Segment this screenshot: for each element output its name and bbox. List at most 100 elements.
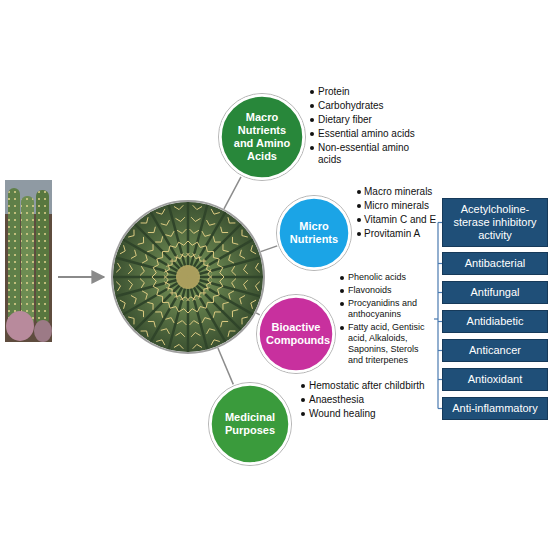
cactus-column <box>21 196 34 326</box>
activity-box: Antifungal <box>442 281 548 304</box>
cactus-spine <box>141 222 147 223</box>
bullet-dot <box>340 302 344 306</box>
cactus-rib <box>187 277 190 359</box>
cactus-spine <box>128 270 132 274</box>
cactus-spine <box>221 321 222 327</box>
cactus-spine <box>168 285 170 291</box>
activity-box: Antibacterial <box>442 252 548 275</box>
category-circle: Micro Nutrients <box>276 195 352 271</box>
cactus-spine <box>180 295 183 300</box>
bullet-item: Macro minerals <box>364 186 437 198</box>
cactus-spine <box>228 331 229 337</box>
cactus-spine <box>142 291 147 294</box>
cactus-spine <box>232 237 233 243</box>
activity-box: Anticancer <box>442 339 548 362</box>
bullet-item: Protein <box>318 86 428 98</box>
flow-arrow <box>58 276 104 278</box>
category-circle: Macro Nutrients and Amino Acids <box>218 93 306 181</box>
cactus-spine <box>176 242 179 247</box>
cactus-spine <box>163 302 169 303</box>
cactus-spine <box>241 318 242 324</box>
cactus-spine <box>200 292 206 293</box>
cactus-spine <box>156 213 162 215</box>
cactus-spine <box>232 283 235 288</box>
cactus-spine <box>204 265 210 266</box>
pink-cactus <box>34 320 52 342</box>
cactus-spine <box>156 340 162 342</box>
circle-fill <box>221 96 304 179</box>
cactus-spine <box>147 331 148 337</box>
bullet-item: Non-essential amino acids <box>318 142 428 166</box>
node-text: Antifungal <box>447 286 543 299</box>
cactus-spine <box>206 302 207 308</box>
bullet-dot <box>310 146 314 150</box>
cactus-spine <box>192 309 197 312</box>
cactus-spine <box>170 261 176 262</box>
activity-box: Antidiabetic <box>442 310 548 333</box>
cactus-spine <box>202 231 205 236</box>
cactus-spines <box>21 196 34 326</box>
bracket-line <box>434 318 438 319</box>
bullet-dot <box>340 276 344 280</box>
cactus-spine <box>211 209 214 214</box>
bullet-dot <box>310 90 314 94</box>
cactus-spine <box>140 271 144 275</box>
cactus-spine <box>179 242 184 245</box>
cactus-crown <box>176 265 200 289</box>
cactus-spine <box>232 266 235 271</box>
cactus-column <box>8 188 20 328</box>
leader-line <box>224 177 241 209</box>
cactus-spine <box>128 280 132 284</box>
circle-shadow <box>277 196 352 271</box>
cactus-spine <box>181 333 185 337</box>
bullet-dot <box>310 132 314 136</box>
node-text: Antidiabetic <box>447 315 543 328</box>
cactus-spine <box>170 292 176 293</box>
cactus-spine <box>229 291 234 294</box>
cactus-spine <box>213 252 214 258</box>
cactus-photo <box>5 180 52 342</box>
circle-fill <box>259 297 334 372</box>
cactus-spine <box>135 250 137 256</box>
cactus-spine <box>186 253 190 257</box>
bullet-dot <box>301 398 305 402</box>
node-text: Micro Nutrients <box>286 220 343 246</box>
cactus-spine <box>146 294 148 300</box>
cactus-spine <box>196 257 202 259</box>
cactus-spine <box>240 256 245 259</box>
cactus-spine <box>168 264 170 270</box>
cactus-spine <box>167 220 170 225</box>
cactus-spine <box>161 236 162 242</box>
node-text: Anticancer <box>447 344 543 357</box>
cactus-spine <box>195 218 200 221</box>
cactus-spine <box>207 220 210 225</box>
cactus-spine <box>182 321 186 325</box>
cactus-spine <box>138 243 144 244</box>
cactus-spine <box>155 311 161 312</box>
node-text: Bioactive Compounds <box>266 321 326 347</box>
cactus-spine <box>177 321 182 324</box>
cactus-spine <box>116 268 120 272</box>
cactus-spine <box>200 261 206 262</box>
cactus-spine <box>174 344 179 347</box>
circle-shadow <box>257 295 336 374</box>
circle-fill <box>279 198 350 269</box>
circle-fill <box>211 385 290 464</box>
cactus-spine <box>174 206 179 209</box>
cactus-spine <box>241 230 242 236</box>
cactus-spine <box>205 318 211 320</box>
cactus-spine <box>124 245 126 251</box>
node-text: Antibacterial <box>447 257 543 270</box>
cactus-spine <box>170 307 176 309</box>
bullet-item: Carbohydrates <box>318 100 428 112</box>
bullet-item: Essential amino acids <box>318 128 428 140</box>
cactus-spine <box>232 279 236 283</box>
cactus-spine <box>209 329 215 331</box>
cactus-spine <box>214 213 220 215</box>
cactus-spine <box>152 304 153 310</box>
node-text: Medicinal Purposes <box>219 411 282 437</box>
cactus-spine <box>229 254 231 260</box>
cactus-spine <box>147 250 153 251</box>
cactus-spine <box>124 303 126 309</box>
